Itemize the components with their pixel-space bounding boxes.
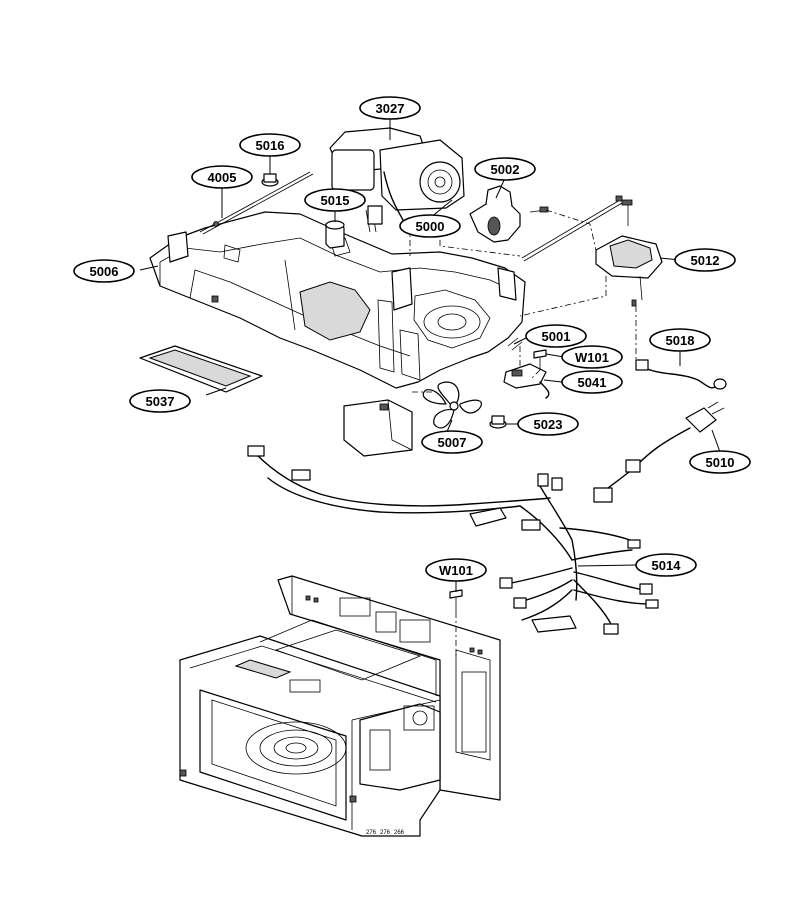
fan-motor-3027 bbox=[329, 127, 465, 233]
callout-5001: 5001 bbox=[525, 324, 587, 348]
callout-5001-label: 5001 bbox=[542, 329, 571, 344]
callout-4005-label: 4005 bbox=[208, 170, 237, 185]
screw-w101-top bbox=[533, 349, 547, 370]
callout-5010: 5010 bbox=[689, 450, 751, 474]
callout-5006-label: 5006 bbox=[90, 264, 119, 279]
module-5012 bbox=[595, 199, 663, 307]
base-plate-5006 bbox=[149, 211, 526, 389]
bracket-5002 bbox=[469, 185, 549, 243]
chassis-label-c: 266 bbox=[394, 830, 405, 836]
callout-5023: 5023 bbox=[517, 412, 579, 436]
callout-5018: 5018 bbox=[649, 328, 711, 352]
callout-5016-label: 5016 bbox=[256, 138, 285, 153]
callout-w101-bottom-label: W101 bbox=[439, 563, 473, 578]
callout-5007-label: 5007 bbox=[438, 435, 467, 450]
callout-3027: 3027 bbox=[359, 96, 421, 120]
callout-3027-label: 3027 bbox=[376, 101, 405, 116]
callout-5016: 5016 bbox=[239, 133, 301, 157]
callout-4005: 4005 bbox=[191, 165, 253, 189]
callout-5018-label: 5018 bbox=[666, 333, 695, 348]
callout-5015-label: 5015 bbox=[321, 193, 350, 208]
callout-5012-label: 5012 bbox=[691, 253, 720, 268]
callout-5041: 5041 bbox=[561, 370, 623, 394]
pin-5001 bbox=[507, 337, 523, 351]
callout-5000: 5000 bbox=[399, 214, 461, 238]
callout-5014: 5014 bbox=[635, 553, 697, 577]
callout-w101-top: W101 bbox=[561, 345, 623, 369]
callout-5002-label: 5002 bbox=[491, 162, 520, 177]
callout-5010-label: 5010 bbox=[706, 455, 735, 470]
power-cord-5010 bbox=[593, 401, 725, 503]
callout-5014-label: 5014 bbox=[652, 558, 682, 573]
sensor-5015 bbox=[325, 220, 345, 249]
wire-harness-5014 bbox=[247, 445, 659, 635]
rod-4005 bbox=[199, 171, 314, 235]
callout-w101-bottom: W101 bbox=[425, 558, 487, 582]
part-5023 bbox=[489, 415, 507, 429]
callout-5006: 5006 bbox=[73, 259, 135, 283]
chassis-label-a: 276 bbox=[366, 830, 377, 836]
fan-blade-5007 bbox=[422, 381, 482, 429]
callout-5041-label: 5041 bbox=[578, 375, 607, 390]
cover-part bbox=[343, 399, 413, 457]
microwave-chassis: 276 276 266 bbox=[179, 575, 501, 837]
callout-5023-label: 5023 bbox=[534, 417, 563, 432]
rod-right bbox=[521, 195, 623, 262]
callout-5015: 5015 bbox=[304, 188, 366, 212]
callout-5012: 5012 bbox=[674, 248, 736, 272]
callout-w101-top-label: W101 bbox=[575, 350, 609, 365]
callout-5037: 5037 bbox=[129, 389, 191, 413]
thermostat-5016 bbox=[261, 173, 279, 187]
assembly-lines bbox=[409, 209, 637, 656]
callout-5037-label: 5037 bbox=[146, 394, 175, 409]
callout-5007: 5007 bbox=[421, 430, 483, 454]
board-5041 bbox=[503, 363, 550, 399]
screw-w101-bottom bbox=[449, 589, 463, 612]
callout-5002: 5002 bbox=[474, 157, 536, 181]
filter-5037 bbox=[139, 345, 263, 393]
callout-5000-label: 5000 bbox=[416, 219, 445, 234]
chassis-label-b: 276 bbox=[380, 830, 391, 836]
wire-5018 bbox=[635, 359, 727, 390]
